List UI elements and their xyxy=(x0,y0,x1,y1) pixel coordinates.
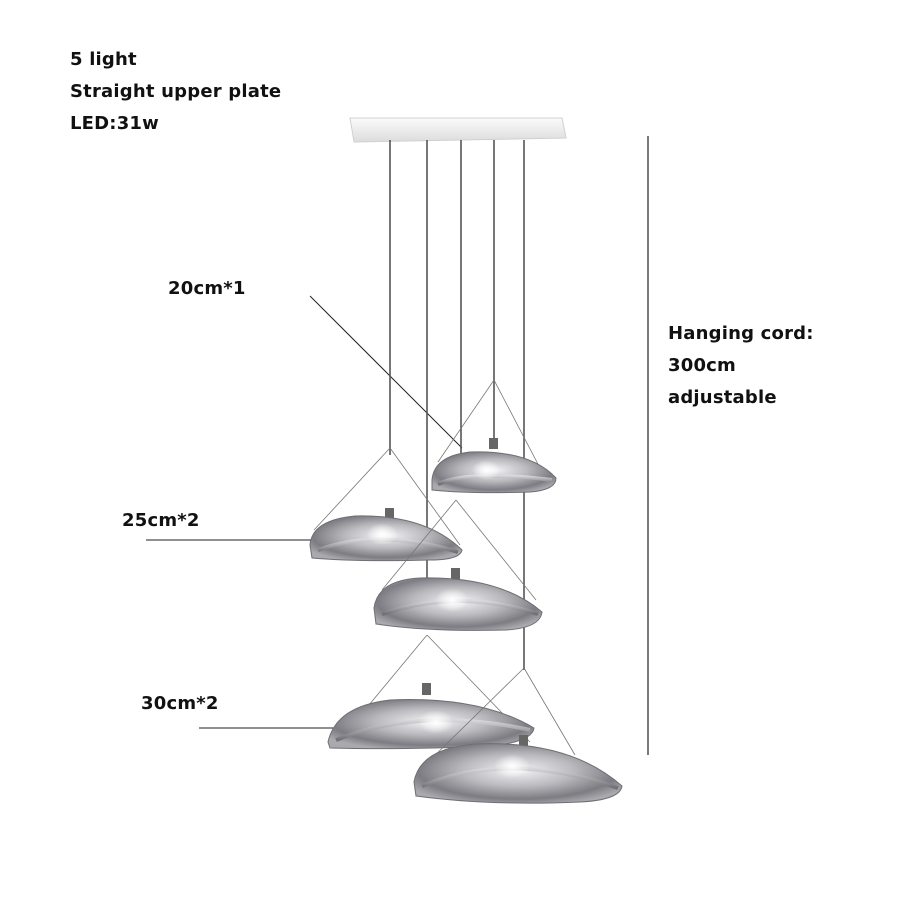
pendant-30cm-left xyxy=(327,634,535,750)
pendant-25cm-left xyxy=(309,447,463,562)
size-label-25cm: 25cm*2 xyxy=(122,510,200,531)
leader-line-20cm xyxy=(309,295,463,449)
cord-adjustable-text: adjustable xyxy=(668,387,777,408)
cord-length-text: 300cm xyxy=(668,355,736,376)
pendant-20cm xyxy=(431,379,557,494)
ceiling-plate xyxy=(349,117,567,143)
pendant-30cm-right xyxy=(413,667,623,804)
hanging-cords xyxy=(389,140,525,670)
led-power-text: LED:31w xyxy=(70,113,159,134)
plate-type-text: Straight upper plate xyxy=(70,81,282,102)
size-label-20cm: 20cm*1 xyxy=(168,278,246,299)
size-label-30cm: 30cm*2 xyxy=(141,693,219,714)
pendant-25cm-middle xyxy=(373,499,543,631)
light-count-text: 5 light xyxy=(70,49,137,70)
cord-title-text: Hanging cord: xyxy=(668,323,814,344)
